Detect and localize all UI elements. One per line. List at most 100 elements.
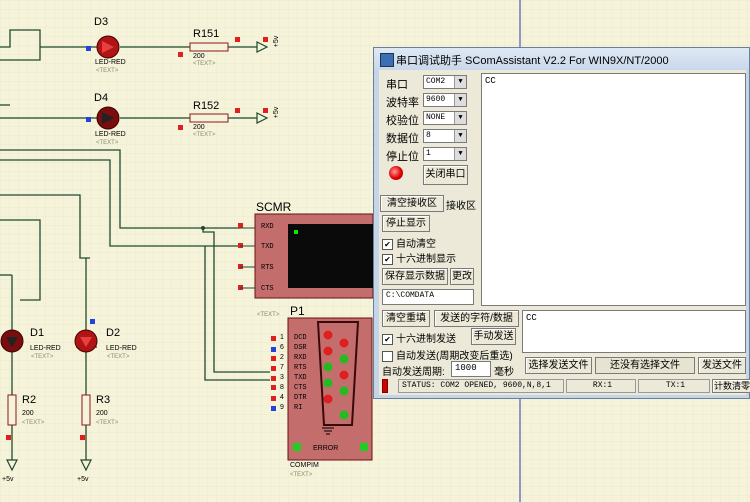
stopbits-label: 停止位 (386, 151, 419, 163)
p1-pin-num: 2 (280, 354, 284, 361)
d1-text: <TEXT> (31, 354, 54, 360)
led-d1[interactable] (0, 329, 24, 353)
port-label: 串口 (386, 79, 408, 91)
resistor-r3[interactable] (80, 394, 91, 440)
period-label: 自动发送周期: (382, 367, 445, 378)
d1-type: LED-RED (30, 345, 61, 352)
clear-resend-button[interactable]: 清空重填 (382, 310, 430, 327)
scom-assistant-window[interactable]: 串口调试助手 SComAssistant V2.2 For WIN9X/NT/2… (373, 47, 750, 399)
p1-pin-num: 6 (280, 344, 284, 351)
compim-p1[interactable] (271, 317, 373, 461)
clear-rx-button[interactable]: 清空接收区 (380, 195, 444, 212)
r151-value: 200 (193, 53, 205, 60)
title-bar[interactable]: 串口调试助手 SComAssistant V2.2 For WIN9X/NT/2… (374, 48, 749, 70)
r3-text: <TEXT> (96, 420, 119, 426)
p1-pin-name: CTS (294, 384, 307, 392)
baud-label: 波特率 (386, 97, 419, 109)
count-clear-button[interactable]: 计数清零 (712, 379, 750, 393)
p1-type: COMPIM (290, 462, 319, 469)
p1-pin-name: RTS (294, 364, 307, 372)
d4-ref: D4 (94, 92, 109, 104)
auto-send-checkbox[interactable]: 自动发送(周期改变后重选) (382, 347, 513, 362)
rx-area-tab[interactable]: 接收区 (446, 201, 476, 212)
hex-send-checkbox[interactable]: ✔十六进制发送 (382, 330, 456, 345)
resistor-r151[interactable] (178, 37, 240, 57)
r2-text: <TEXT> (22, 420, 45, 426)
scmr-pin-rts: RTS (261, 264, 274, 272)
app-icon (380, 53, 394, 67)
scmr-pin-rxd: RXD (261, 223, 274, 231)
tx-count: TX:1 (638, 379, 710, 393)
save-display-button[interactable]: 保存显示数据 (382, 268, 448, 285)
p1-pin-name: DSR (294, 344, 307, 352)
port-select[interactable]: COM2▼ (423, 75, 467, 89)
hex-display-checkbox[interactable]: ✔十六进制显示 (382, 250, 456, 265)
d2-text: <TEXT> (107, 354, 130, 360)
checkmark-icon: ✔ (382, 238, 393, 250)
vcc-label-2: +5v (273, 106, 281, 119)
parity-select[interactable]: NONE▼ (423, 111, 467, 125)
p1-pin-name: RXD (294, 354, 307, 362)
tx-input-area[interactable]: CC (522, 310, 746, 353)
p1-pin-num: 3 (280, 374, 284, 381)
manual-send-button[interactable]: 手动发送 (471, 328, 516, 345)
p1-pin-num: 9 (280, 404, 284, 411)
save-path-field[interactable]: C:\COMDATA (382, 289, 474, 305)
p1-error: ERROR (313, 445, 339, 452)
window-title: 串口调试助手 SComAssistant V2.2 For WIN9X/NT/2… (396, 55, 669, 67)
p1-ref: P1 (290, 304, 305, 318)
d2-ref: D2 (106, 327, 121, 339)
d1-ref: D1 (30, 327, 45, 339)
p1-pin-name: RI (294, 404, 303, 412)
r3-ref: R3 (96, 394, 111, 406)
r2-value: 200 (22, 410, 34, 417)
select-file-button[interactable]: 选择发送文件 (525, 357, 592, 374)
led-d2[interactable] (74, 319, 98, 353)
p1-pin-num: 1 (280, 334, 284, 341)
p1-pin-name: DTR (294, 394, 307, 402)
send-file-button[interactable]: 发送文件 (698, 357, 746, 374)
r152-value: 200 (193, 124, 205, 131)
change-path-button[interactable]: 更改 (450, 268, 474, 285)
p1-pin-num: 4 (280, 394, 284, 401)
rx-count: RX:1 (566, 379, 636, 393)
chevron-down-icon: ▼ (454, 76, 466, 88)
r152-ref: R152 (193, 100, 220, 112)
auto-clear-checkbox[interactable]: ✔自动清空 (382, 235, 436, 250)
selected-file-display: 还没有选择文件 (595, 357, 695, 374)
scmr-pin-txd: TXD (261, 243, 274, 251)
led-d3[interactable] (86, 35, 120, 59)
chevron-down-icon: ▼ (454, 94, 466, 106)
close-port-button[interactable]: 关闭串口 (423, 165, 468, 185)
port-status-light-icon (389, 166, 403, 180)
r151-ref: R151 (193, 28, 220, 40)
send-data-label-button[interactable]: 发送的字符/数据 (434, 310, 519, 327)
vcc-label-4: +5v (77, 476, 89, 483)
d4-text: <TEXT> (96, 140, 119, 146)
period-input[interactable]: 1000 (451, 361, 491, 377)
databits-select[interactable]: 8▼ (423, 129, 467, 143)
d4-type: LED-RED (95, 131, 126, 138)
power-arrow-icon (6, 41, 269, 472)
checkmark-icon: ✔ (382, 253, 393, 265)
rx-display-area[interactable]: CC (481, 73, 746, 306)
scmr-pin-cts: CTS (261, 285, 274, 293)
status-indicator-icon (382, 379, 388, 393)
vcc-label-3: +5v (2, 476, 14, 483)
stop-display-button[interactable]: 停止显示 (382, 215, 430, 232)
r151-text: <TEXT> (193, 61, 216, 67)
parity-label: 校验位 (386, 115, 419, 127)
p1-pin-num: 8 (280, 384, 284, 391)
d3-text: <TEXT> (96, 68, 119, 74)
scmr-component[interactable] (238, 213, 374, 299)
p1-pin-name: TXD (294, 374, 307, 382)
r152-text: <TEXT> (193, 132, 216, 138)
checkmark-icon: ✔ (382, 333, 393, 345)
led-d4[interactable] (86, 106, 120, 130)
chevron-down-icon: ▼ (454, 148, 466, 160)
stopbits-select[interactable]: 1▼ (423, 147, 467, 161)
resistor-r152[interactable] (178, 108, 240, 130)
status-text: STATUS: COM2 OPENED, 9600,N,8,1 (398, 379, 564, 393)
baud-select[interactable]: 9600▼ (423, 93, 467, 107)
resistor-r2[interactable] (6, 394, 17, 440)
